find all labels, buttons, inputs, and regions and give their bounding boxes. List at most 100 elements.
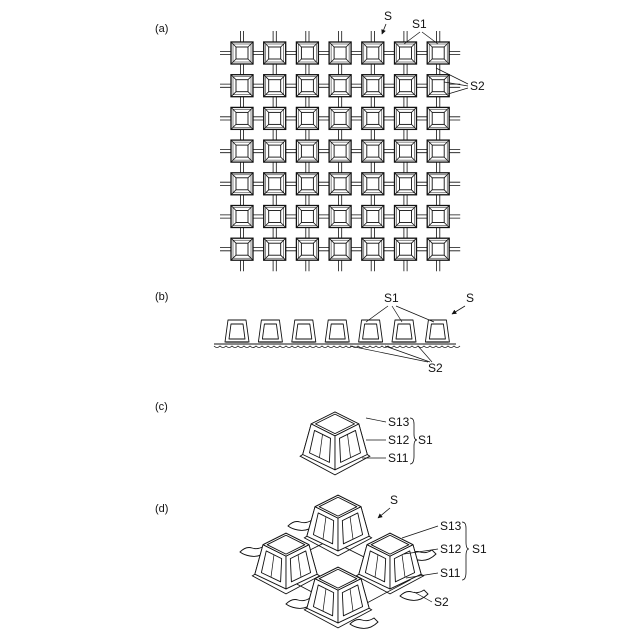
support-top-face	[236, 80, 248, 92]
leader-s13	[366, 418, 386, 422]
support-top-face	[269, 80, 281, 92]
support-unit-top	[395, 107, 417, 129]
label-s2: S2	[428, 361, 443, 375]
support-top-face	[432, 47, 444, 59]
support-unit-top	[264, 173, 286, 195]
label-s: S	[384, 9, 392, 23]
panel-d-label: (d)	[155, 503, 168, 515]
support-unit-top	[362, 75, 384, 97]
support-unit-top	[362, 140, 384, 162]
support-top-face	[301, 80, 313, 92]
panel-c: (c) S13 S12 S11 S1	[155, 401, 433, 475]
support-unit-side	[325, 320, 349, 342]
support-top-face	[334, 80, 346, 92]
support-unit-side	[292, 320, 316, 342]
support-unit-side	[425, 320, 449, 342]
single-support-isometric	[300, 412, 370, 475]
support-unit-top	[395, 42, 417, 64]
label-s11: S11	[440, 566, 461, 580]
support-top-face	[269, 211, 281, 223]
support-unit-side	[392, 320, 416, 342]
support-top-face	[432, 112, 444, 124]
support-top-face	[236, 211, 248, 223]
support-unit-top	[362, 107, 384, 129]
support-top-face	[367, 47, 379, 59]
brace-s1	[462, 522, 469, 580]
support-unit-side	[359, 320, 383, 342]
support-top-face	[236, 145, 248, 157]
support-unit-top	[264, 107, 286, 129]
label-s1: S1	[412, 17, 427, 31]
support-unit-top	[231, 206, 253, 228]
support-unit-top	[329, 107, 351, 129]
support-top-face	[301, 47, 313, 59]
support-unit-top	[395, 75, 417, 97]
support-top-face	[367, 178, 379, 190]
support-unit-top	[296, 140, 318, 162]
support-window	[329, 324, 345, 339]
support-unit-top	[231, 140, 253, 162]
support-top-face	[432, 178, 444, 190]
support-unit-top	[427, 173, 449, 195]
support-top-face	[367, 243, 379, 255]
support-top-face	[236, 112, 248, 124]
panel-b: (b) S1 S S2	[155, 291, 474, 375]
support-unit-top	[362, 206, 384, 228]
support-top-face	[400, 145, 412, 157]
label-s13: S13	[388, 415, 410, 429]
support-top-face	[334, 47, 346, 59]
support-unit-top	[296, 107, 318, 129]
label-s: S	[466, 291, 474, 305]
panel-a-label: (a)	[155, 23, 168, 35]
panel-c-label: (c)	[155, 401, 168, 413]
support-unit-top	[329, 206, 351, 228]
support-unit-top	[264, 75, 286, 97]
leader-s2-b	[385, 346, 430, 362]
support-unit-top	[231, 42, 253, 64]
support-unit-top	[264, 42, 286, 64]
support-top-face	[269, 145, 281, 157]
leader-s2-c	[418, 346, 432, 362]
support-top-face	[432, 145, 444, 157]
support-unit-top	[296, 42, 318, 64]
support-top-face	[400, 243, 412, 255]
label-s1: S1	[384, 291, 399, 305]
support-top-face	[400, 211, 412, 223]
support-unit-top	[329, 42, 351, 64]
support-top-face	[236, 243, 248, 255]
support-top-face	[432, 80, 444, 92]
support-top-face	[301, 112, 313, 124]
panel-a: (a) S S1 S2	[155, 9, 485, 271]
support-top-face	[400, 80, 412, 92]
support-top-face	[236, 47, 248, 59]
support-top-face	[367, 211, 379, 223]
support-unit	[300, 412, 370, 475]
support-top-face	[269, 47, 281, 59]
support-unit-side	[225, 320, 249, 342]
support-unit-top	[264, 206, 286, 228]
support-top-face	[269, 243, 281, 255]
support-unit-top	[427, 107, 449, 129]
support-top-face	[334, 211, 346, 223]
support-unit-top	[362, 173, 384, 195]
support-top-face	[334, 112, 346, 124]
arrow-s	[452, 306, 465, 314]
support-top-face	[236, 178, 248, 190]
support-unit-top	[296, 238, 318, 260]
support-unit-top	[427, 140, 449, 162]
support-unit-top	[362, 238, 384, 260]
support-top-face	[301, 145, 313, 157]
support-unit-top	[329, 238, 351, 260]
support-top-face	[367, 112, 379, 124]
support-top-face	[334, 243, 346, 255]
support-top-face	[301, 178, 313, 190]
support-top-face	[269, 112, 281, 124]
support-unit-top	[264, 238, 286, 260]
support-top-face	[367, 145, 379, 157]
top-view-grid	[220, 31, 460, 271]
panel-b-label: (b)	[155, 291, 168, 303]
support-top-face	[400, 178, 412, 190]
support-unit-top	[329, 75, 351, 97]
support-unit-top	[427, 75, 449, 97]
